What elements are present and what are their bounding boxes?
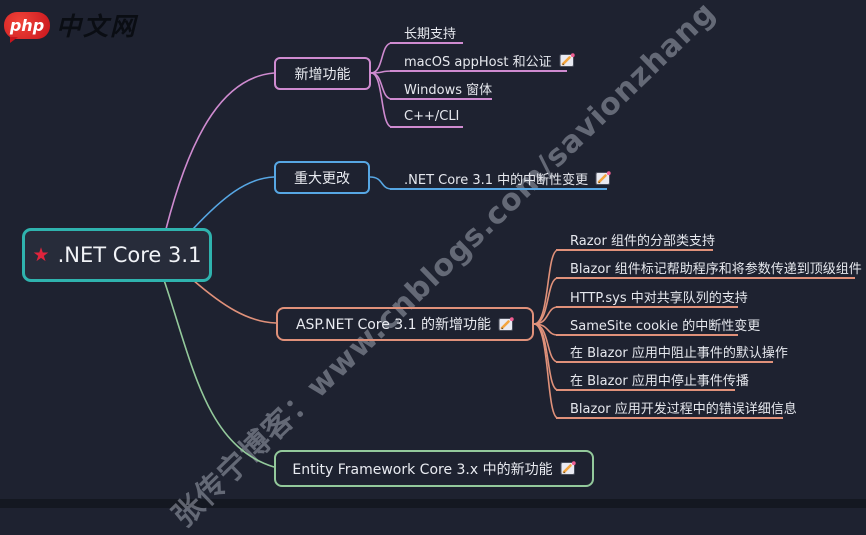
php-logo-badge: php	[4, 11, 50, 43]
branch-label: Entity Framework Core 3.x 中的新功能	[292, 461, 553, 478]
connector-root-to-aspnet	[192, 279, 277, 324]
connector-root-to-new-features	[165, 72, 275, 230]
child-label: Blazor 应用开发过程中的错误详细信息	[570, 401, 797, 417]
child-label: HTTP.sys 中对共享队列的支持	[570, 290, 748, 306]
connector-aspnet-child-1	[533, 249, 559, 325]
connector-aspnet-child-2	[533, 277, 559, 325]
connector-layer	[163, 42, 559, 468]
child-label: Windows 窗体	[404, 82, 493, 98]
connector-root-to-ef	[163, 279, 275, 468]
child-blazor-tag-helper[interactable]: Blazor 组件标记帮助程序和将参数传递到顶级组件	[556, 257, 862, 279]
root-node[interactable]: ★ .NET Core 3.1	[22, 228, 212, 282]
connector-root-to-breaking-changes	[192, 176, 275, 230]
child-samesite-cookie[interactable]: SameSite cookie 的中断性变更	[556, 314, 760, 336]
child-label: .NET Core 3.1 中的中断性变更	[404, 172, 589, 188]
branch-new-features[interactable]: 新增功能	[274, 57, 371, 90]
site-name: 中文网	[56, 12, 138, 41]
child-label: 长期支持	[404, 26, 457, 42]
child-label: C++/CLI	[404, 108, 460, 124]
child-label: 在 Blazor 应用中停止事件传播	[570, 373, 749, 389]
connector-aspnet-child-7	[533, 323, 559, 419]
child-label: Blazor 组件标记帮助程序和将参数传递到顶级组件	[570, 261, 862, 277]
child-label: 在 Blazor 应用中阻止事件的默认操作	[570, 345, 788, 361]
child-blazor-error-details[interactable]: Blazor 应用开发过程中的错误详细信息	[556, 397, 797, 419]
connector-breaking-child-1	[369, 176, 393, 190]
child-label: SameSite cookie 的中断性变更	[570, 318, 761, 334]
bottom-edge-strip	[0, 499, 866, 508]
child-long-term-support[interactable]: 长期支持	[390, 22, 463, 44]
note-icon[interactable]	[559, 52, 575, 68]
child-netcore-breaking-changes[interactable]: .NET Core 3.1 中的中断性变更	[390, 168, 611, 190]
branch-aspnet-new-features[interactable]: ASP.NET Core 3.1 的新增功能	[276, 307, 534, 341]
child-blazor-stop-propagation[interactable]: 在 Blazor 应用中停止事件传播	[556, 369, 749, 391]
branch-label: 新增功能	[294, 66, 351, 83]
branch-breaking-changes[interactable]: 重大更改	[274, 161, 370, 194]
note-icon[interactable]	[498, 316, 514, 332]
root-label: .NET Core 3.1	[57, 243, 202, 267]
branch-ef-core[interactable]: Entity Framework Core 3.x 中的新功能	[274, 450, 594, 487]
branch-label: ASP.NET Core 3.1 的新增功能	[295, 317, 492, 333]
php-logo-text: php	[9, 15, 45, 35]
connector-newfeatures-child-4	[370, 72, 393, 128]
note-icon[interactable]	[560, 461, 576, 476]
child-httpsys-shared-queue[interactable]: HTTP.sys 中对共享队列的支持	[556, 286, 748, 308]
child-macos-apphost[interactable]: macOS appHost 和公证	[390, 50, 575, 72]
child-razor-partial-class[interactable]: Razor 组件的分部类支持	[556, 229, 715, 251]
note-icon[interactable]	[595, 170, 611, 186]
star-icon: ★	[32, 244, 50, 266]
branch-label: 重大更改	[294, 170, 350, 187]
site-logo: php 中文网	[4, 7, 137, 43]
child-label: macOS appHost 和公证	[404, 54, 552, 70]
child-cpp-cli[interactable]: C++/CLI	[390, 106, 463, 128]
child-windows-forms[interactable]: Windows 窗体	[390, 78, 492, 100]
connector-newfeatures-child-1	[370, 42, 393, 74]
child-label: Razor 组件的分部类支持	[570, 233, 715, 249]
child-blazor-prevent-default[interactable]: 在 Blazor 应用中阻止事件的默认操作	[556, 341, 788, 363]
